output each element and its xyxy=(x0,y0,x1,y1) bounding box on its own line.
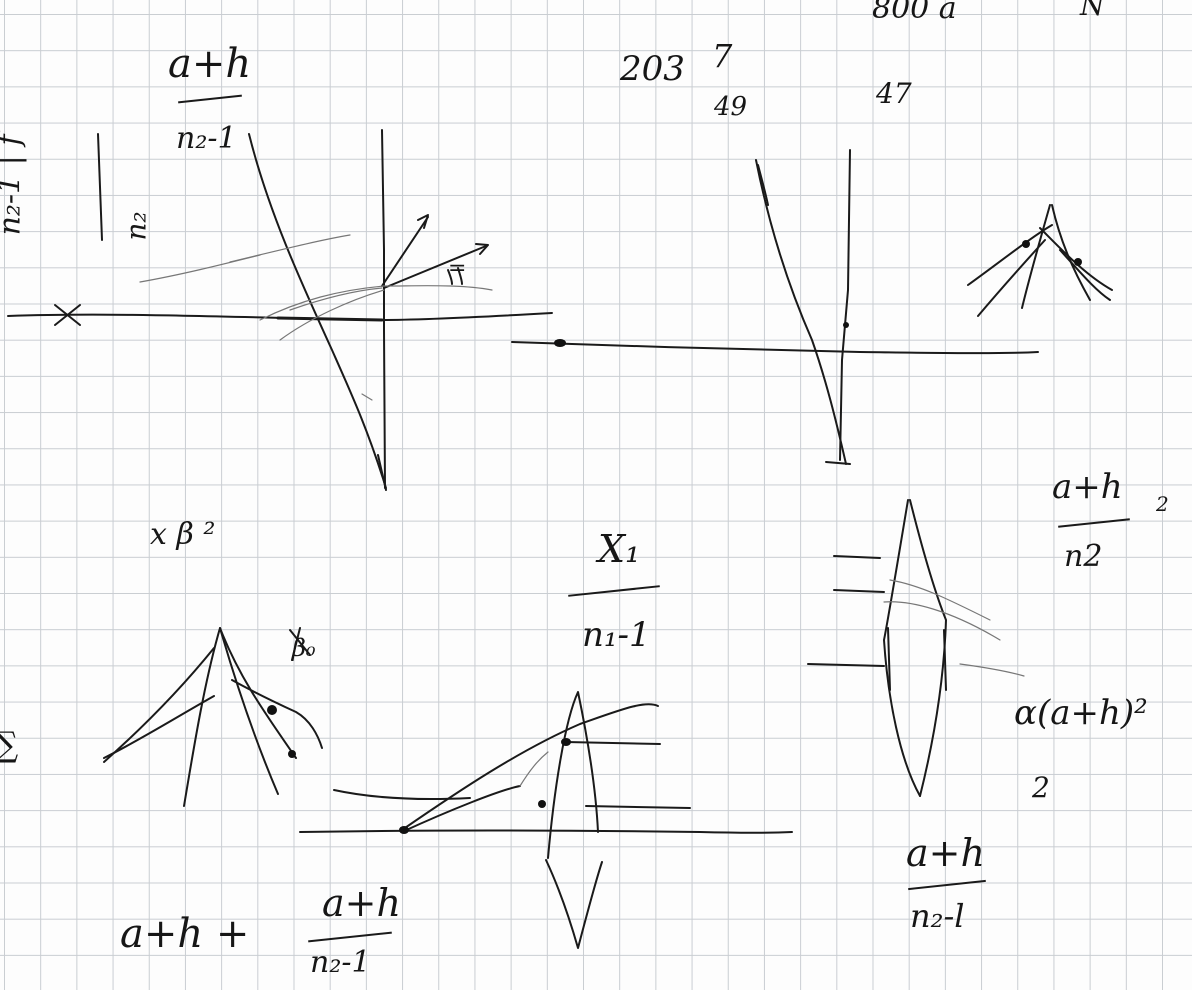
bottom-left-expression: a+h + xyxy=(120,911,250,957)
letter-top-right: N xyxy=(1080,0,1105,22)
fraction-1-numerator: a+h xyxy=(168,41,252,87)
fraction-2-numerator: X₁ xyxy=(598,527,641,571)
ray-fan-sketch-3 xyxy=(967,204,1113,317)
vertical-label: n₂-1 | f xyxy=(0,135,28,236)
label-7: 7 xyxy=(712,37,733,75)
label-x-beta: x β ² xyxy=(150,517,216,552)
fraction-1-denominator: n₂-1 xyxy=(176,121,237,156)
lens-ray-sketch-1 xyxy=(7,129,553,491)
lens-ray-sketch-5 xyxy=(299,691,793,949)
label-2: 2 xyxy=(1032,771,1050,804)
label-47: 47 xyxy=(876,77,912,110)
fraction-4-denominator: n₂-l xyxy=(910,897,965,935)
scribble-top-right: 800 a xyxy=(872,0,957,26)
label-203: 203 xyxy=(620,49,685,89)
fraction-3-subscript: 2 xyxy=(1156,492,1169,516)
lens-sketch-2 xyxy=(511,149,1039,465)
label-beta-small: β₀ xyxy=(292,634,316,662)
label-alpha: α(a+h)² xyxy=(1014,693,1148,733)
fraction-5-numerator: a+h xyxy=(322,881,401,925)
fraction-3-denominator: n2 xyxy=(1064,539,1103,574)
vertical-label-small: n₂ xyxy=(119,211,153,241)
fraction-4-numerator: a+h xyxy=(906,831,985,875)
label-49: 49 xyxy=(714,92,748,122)
fraction-5-denominator: n₂-1 xyxy=(310,945,371,980)
fraction-2-denominator: n₁-1 xyxy=(582,615,651,655)
fraction-3-numerator: a+h xyxy=(1052,467,1123,507)
prism-sketch-4 xyxy=(103,627,323,807)
lens-sketch-6 xyxy=(807,499,1025,797)
left-edge-mark: ∑ xyxy=(0,728,18,762)
equals-mark: = xyxy=(448,256,467,281)
